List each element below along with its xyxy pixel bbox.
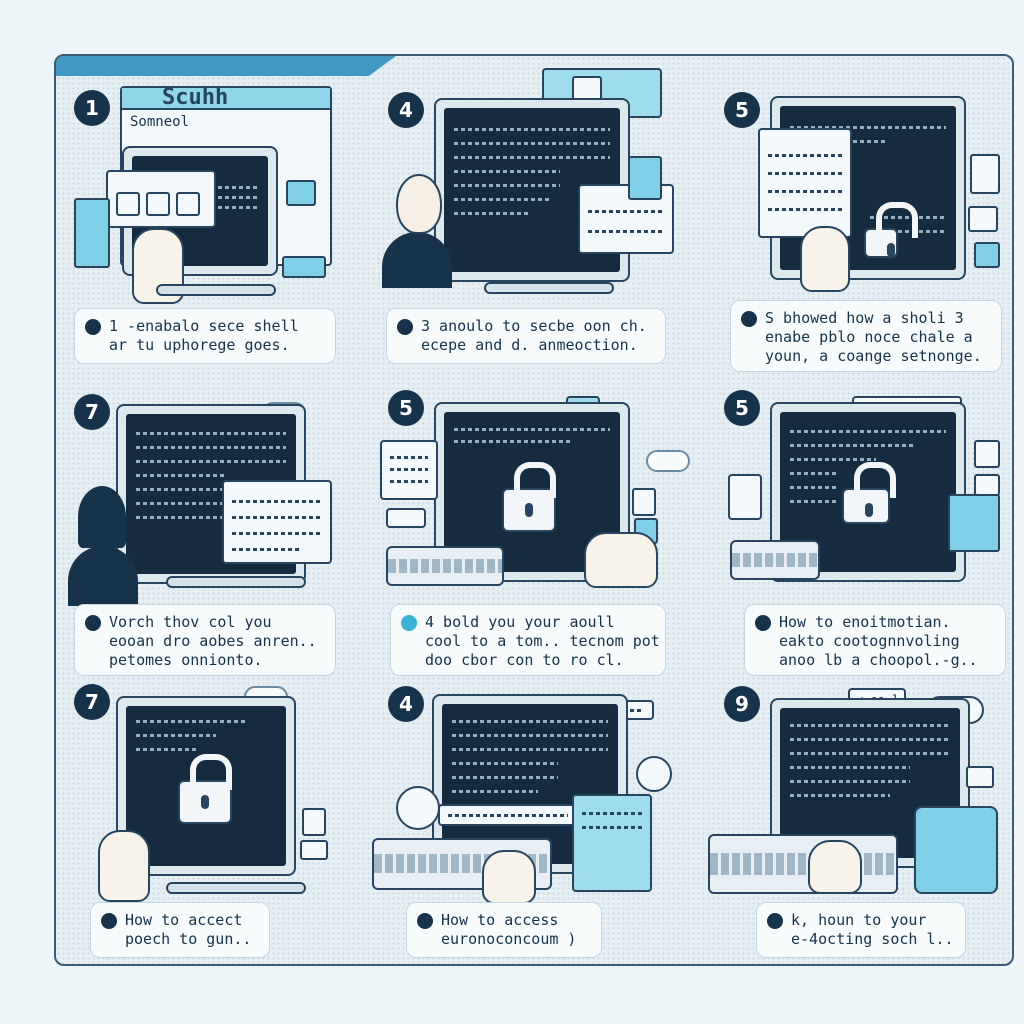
step-caption: How to enoitmotian. eakto cootognnvoling… xyxy=(744,604,1006,676)
shield-icon xyxy=(74,198,110,268)
popup-dialog xyxy=(572,794,652,892)
hand xyxy=(98,830,150,902)
list-card xyxy=(380,440,438,500)
file-icon xyxy=(282,256,326,278)
person-head xyxy=(78,486,126,548)
document-icon xyxy=(300,840,328,860)
terminal-screen xyxy=(780,708,960,858)
window-title: Scuhh xyxy=(122,87,330,110)
step-number: 5 xyxy=(388,390,424,426)
step-caption: k, houn to your e-4octing soch l.. xyxy=(756,902,966,958)
bullet-icon xyxy=(417,913,433,929)
bullet-icon xyxy=(401,615,417,631)
popup-dialog xyxy=(222,480,332,564)
document-icon xyxy=(974,474,1000,496)
search-bar-card xyxy=(438,804,578,826)
hand xyxy=(808,840,862,894)
tutorial-board: 1 Scuhh Somneol 1 -enabalo sece shell ar… xyxy=(54,54,1014,966)
hand xyxy=(584,532,658,588)
popup-dialog xyxy=(578,184,674,254)
step-number: 9 xyxy=(724,686,760,722)
step-number: 7 xyxy=(74,394,110,430)
step-number: 4 xyxy=(388,686,424,722)
padlock-icon xyxy=(178,754,232,824)
document-icon xyxy=(966,766,994,788)
shield-icon xyxy=(974,242,1000,268)
board-header-tab xyxy=(56,56,396,76)
dialog-card xyxy=(106,170,216,228)
step-caption: 1 -enabalo sece shell ar tu uphorege goe… xyxy=(74,308,336,364)
person-body xyxy=(68,546,138,606)
window-icon xyxy=(948,494,1000,552)
step-caption: S bhowed how a sholi 3 enabe pblo noce c… xyxy=(730,300,1002,372)
document-icon xyxy=(628,156,662,200)
compass-icon xyxy=(636,756,672,792)
window-subtitle: Somneol xyxy=(130,114,190,130)
padlock-icon xyxy=(502,462,556,532)
hand xyxy=(800,226,850,292)
keyboard xyxy=(386,546,504,586)
terminal-screen xyxy=(780,412,956,572)
bullet-icon xyxy=(741,311,757,327)
padlock-icon xyxy=(842,462,896,524)
monitor-base xyxy=(484,282,614,294)
step-caption: Vorch thov col you eooan dro aobes anren… xyxy=(74,604,336,676)
step-caption: 3 anoulo to secbe oon ch. ecepe and d. a… xyxy=(386,308,666,364)
step-number: 4 xyxy=(388,92,424,128)
bullet-icon xyxy=(767,913,783,929)
image-icon xyxy=(116,192,140,216)
step-caption: How to accect poech to gun.. xyxy=(90,902,270,958)
label-card xyxy=(386,508,426,528)
document-icon xyxy=(974,440,1000,468)
monitor-base xyxy=(166,576,306,588)
bullet-icon xyxy=(85,615,101,631)
image-icon xyxy=(176,192,200,216)
bullet-icon xyxy=(101,913,117,929)
monitor-base xyxy=(166,882,306,894)
image-icon xyxy=(146,192,170,216)
document-card xyxy=(758,128,852,238)
hand xyxy=(482,850,536,904)
image-icon xyxy=(968,206,998,232)
step-caption: 4 bold you your aoull cool to a tom.. te… xyxy=(390,604,666,676)
bullet-icon xyxy=(397,319,413,335)
step-number: 1 xyxy=(74,90,110,126)
monitor-base xyxy=(156,284,276,296)
file-icon xyxy=(632,488,656,516)
chart-icon xyxy=(970,154,1000,194)
folder-icon xyxy=(286,180,316,206)
padlock-icon xyxy=(864,202,918,258)
step-caption: How to access euronoconcoum ) xyxy=(406,902,602,958)
step-number: 5 xyxy=(724,390,760,426)
bullet-icon xyxy=(85,319,101,335)
keyboard xyxy=(730,540,820,580)
laptop-keyboard xyxy=(708,834,898,894)
note-card xyxy=(728,474,762,520)
document-icon xyxy=(302,808,326,836)
bullet-icon xyxy=(755,615,771,631)
step-number: 7 xyxy=(74,684,110,720)
cloud-icon xyxy=(646,450,690,472)
person-head xyxy=(396,174,442,234)
step-number: 5 xyxy=(724,92,760,128)
server-box-icon xyxy=(914,806,998,894)
person-body xyxy=(382,232,452,288)
clock-icon xyxy=(396,786,440,830)
